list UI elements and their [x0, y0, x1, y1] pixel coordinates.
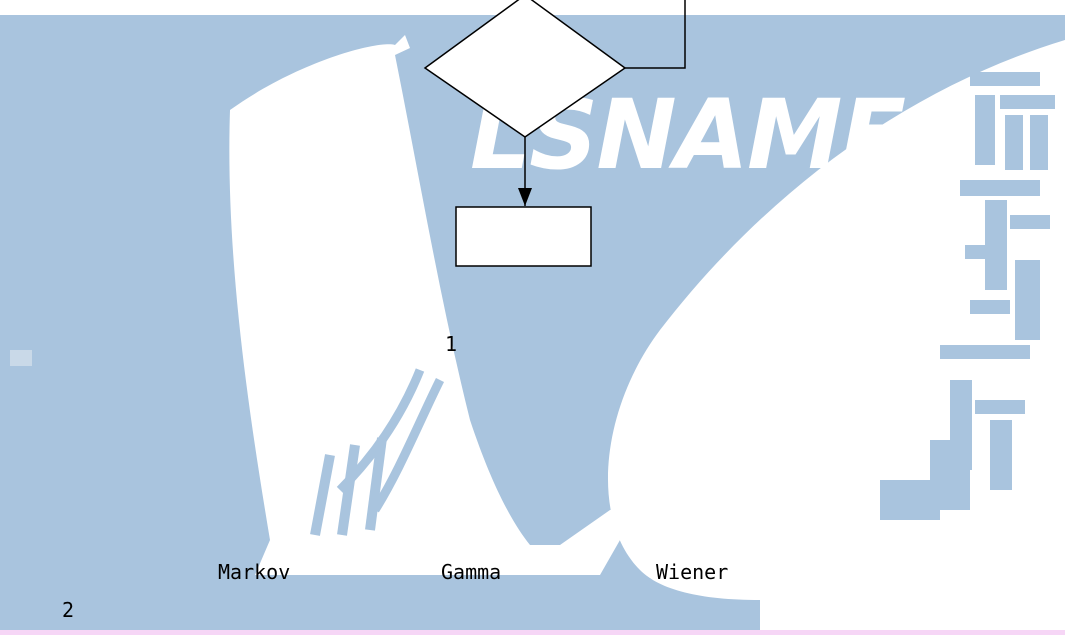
figure-number: 1 [445, 332, 458, 356]
process-box [455, 206, 592, 267]
decision-diamond [423, 0, 627, 138]
term-gamma: Gamma [441, 560, 502, 584]
term-markov: Markov [218, 560, 291, 584]
arrowhead-down [518, 188, 532, 206]
page-marker: 2 [62, 598, 75, 622]
term-wiener: Wiener [656, 560, 729, 584]
bottom-strip [0, 630, 1065, 635]
connector-right [625, 0, 686, 69]
